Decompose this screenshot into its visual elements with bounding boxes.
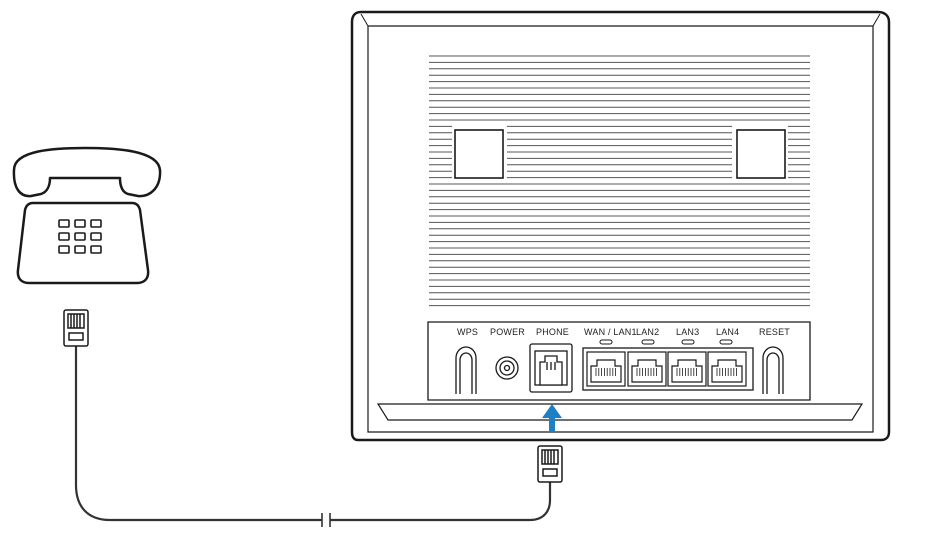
led-indicators (599, 339, 733, 345)
router (350, 10, 891, 442)
port-label-lan4: LAN4 (716, 327, 740, 337)
port-label-reset: RESET (759, 327, 791, 337)
wps-button (455, 346, 477, 394)
vent-grille (429, 55, 810, 307)
mounting-pad (736, 129, 786, 179)
phone-port (529, 343, 573, 393)
port-label-power: POWER (490, 327, 526, 337)
port-label-lan3: LAN3 (676, 327, 700, 337)
rj11-connector-icon (63, 309, 89, 347)
power-jack (495, 356, 519, 380)
mounting-pad (454, 129, 504, 179)
ethernet-port-socket (631, 359, 663, 383)
telephone-icon (12, 146, 162, 285)
port-label-lan2: LAN2 (636, 327, 660, 337)
ethernet-port-socket (671, 359, 703, 383)
ethernet-port (707, 351, 747, 387)
ethernet-port (667, 351, 707, 387)
rj11-connector-icon (537, 445, 563, 483)
ethernet-port-socket (590, 359, 622, 383)
port-label-wps: WPS (457, 327, 479, 337)
reset-button (762, 346, 784, 394)
port-label-wan-lan1: WAN / LAN1 (584, 327, 637, 337)
ethernet-port-socket (711, 359, 743, 383)
ethernet-port (586, 351, 626, 387)
ethernet-port (627, 351, 667, 387)
phone-cable (74, 345, 552, 527)
port-label-phone: PHONE (536, 327, 570, 337)
arrow-up-icon (542, 404, 562, 432)
